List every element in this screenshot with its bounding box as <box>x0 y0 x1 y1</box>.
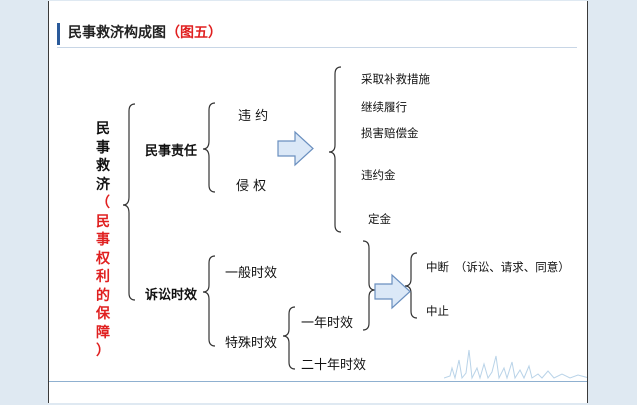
general-limitation-label: 一般时效 <box>225 266 278 281</box>
limitation-label: 诉讼时效 <box>145 288 198 303</box>
skyline-decoration <box>444 349 587 380</box>
remedy-item: 继续履行 <box>361 100 407 114</box>
breach-label: 违 约 <box>238 109 269 124</box>
arrow-right-icon <box>374 273 411 310</box>
tort-label: 侵 权 <box>236 179 267 194</box>
slide: 民事救济构成图（图五） 民事救济（民事权利的保障） 民事责任 诉讼时效 违 约 … <box>48 1 588 403</box>
root-label: 民事救济 （民事权利的保障） <box>94 120 112 361</box>
effects-brace <box>404 252 418 319</box>
remedy-item: 违约金 <box>361 168 396 182</box>
arrow-right-icon <box>277 130 314 167</box>
liability-brace <box>202 102 216 193</box>
civil-liability-label: 民事责任 <box>145 144 198 159</box>
root-brace <box>122 103 136 301</box>
merge-brace <box>362 240 376 331</box>
suspension-label: 中止 <box>426 304 449 318</box>
diagram-lines <box>122 66 418 370</box>
interruption-label: 中断 （诉讼、请求、同意） <box>426 260 570 274</box>
remedy-item: 定金 <box>368 212 391 226</box>
page-title: 民事救济构成图（图五） <box>68 23 222 43</box>
root-label-main: 民事救济 <box>96 121 110 193</box>
title-highlight: （图五） <box>166 25 222 41</box>
remedy-item: 损害赔偿金 <box>361 126 419 140</box>
title-accent-bar <box>57 23 60 45</box>
limitation-brace <box>202 255 216 347</box>
one-year-limitation: 一年时效 <box>301 316 354 331</box>
root-label-sub: （民事权利的保障） <box>96 195 110 359</box>
title-divider <box>57 47 577 48</box>
special-limitation-label: 特殊时效 <box>225 336 278 351</box>
twenty-year-limitation: 二十年时效 <box>301 358 367 373</box>
remedies-brace <box>328 66 342 233</box>
special-brace <box>282 306 296 370</box>
footer-divider <box>49 381 587 382</box>
title-main: 民事救济构成图 <box>68 25 166 41</box>
remedy-item: 采取补救措施 <box>361 72 430 86</box>
